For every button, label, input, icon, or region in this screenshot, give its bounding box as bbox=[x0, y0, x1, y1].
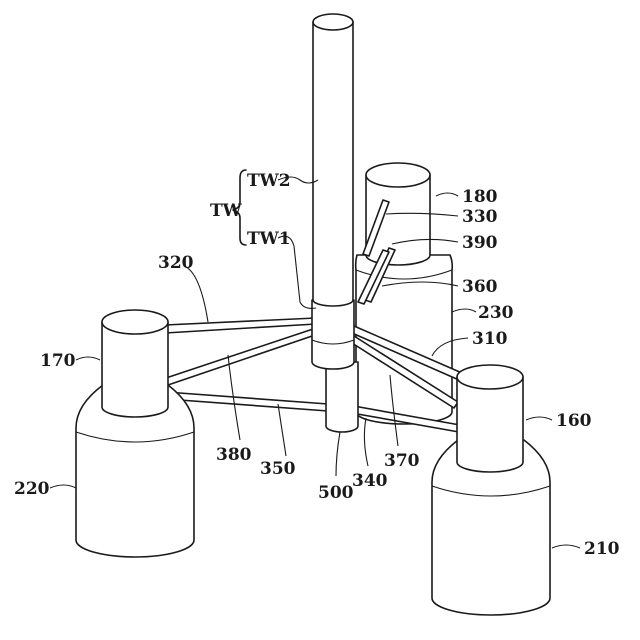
label-370: 370 bbox=[384, 451, 420, 471]
label-tw1: TW1 bbox=[247, 229, 291, 249]
label-330: 330 bbox=[462, 207, 498, 227]
tower-upper-tw2 bbox=[313, 22, 353, 306]
label-160: 160 bbox=[556, 411, 592, 431]
tower-lower-tw1 bbox=[312, 300, 354, 369]
right-upper-column-160 bbox=[457, 365, 523, 472]
central-tower bbox=[312, 14, 358, 432]
label-380: 380 bbox=[216, 445, 252, 465]
brace-350 bbox=[166, 392, 328, 411]
label-320: 320 bbox=[158, 253, 194, 273]
label-tw: TW bbox=[210, 201, 243, 221]
brace-320 bbox=[165, 318, 316, 333]
label-390: 390 bbox=[462, 233, 498, 253]
label-170: 170 bbox=[40, 351, 76, 371]
label-180: 180 bbox=[462, 187, 498, 207]
label-220: 220 bbox=[14, 479, 50, 499]
label-210: 210 bbox=[584, 539, 620, 559]
label-230: 230 bbox=[478, 303, 514, 323]
label-340: 340 bbox=[352, 471, 388, 491]
label-360: 360 bbox=[462, 277, 498, 297]
brace-380 bbox=[166, 328, 318, 385]
label-350: 350 bbox=[260, 459, 296, 479]
label-310: 310 bbox=[472, 329, 508, 349]
left-upper-column-170 bbox=[102, 310, 168, 417]
label-500: 500 bbox=[318, 483, 354, 503]
label-tw2: TW2 bbox=[247, 171, 291, 191]
bottom-pile-500 bbox=[326, 362, 358, 432]
